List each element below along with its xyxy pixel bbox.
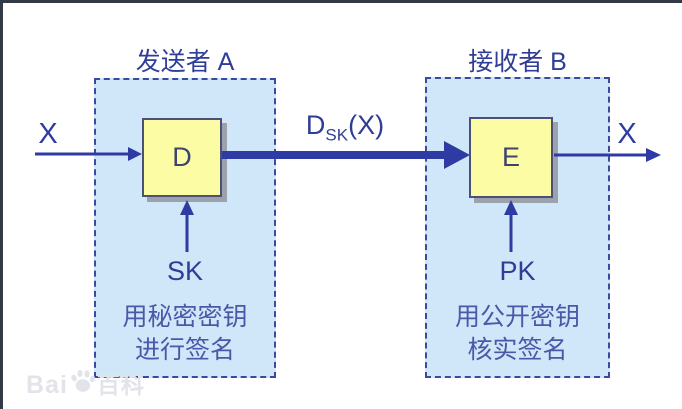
watermark-suffix: 百科	[96, 372, 145, 398]
sign-operation-box: D	[142, 118, 222, 197]
sender-caption-line2: 进行签名	[134, 336, 235, 364]
verify-operation-label: E	[501, 142, 520, 172]
baidu-baike-watermark: Bai 百科	[26, 366, 145, 400]
channel-base: D	[305, 110, 326, 140]
receiver-caption-line2: 核实签名	[467, 336, 568, 364]
output-signal-label: X	[617, 118, 637, 150]
receiver-caption-line1: 用公开密钥	[454, 303, 580, 331]
receiver-title: 接收者 B	[468, 48, 567, 76]
channel-signal-label: DSK(X)	[240, 110, 450, 145]
verify-operation-box: E	[469, 117, 553, 198]
sender-caption: 用秘密密钥 进行签名	[94, 301, 276, 367]
sign-operation-label: D	[172, 142, 192, 172]
channel-subscript: SK	[325, 125, 349, 145]
watermark-prefix: Bai	[26, 371, 68, 399]
secret-key-label: SK	[166, 256, 204, 286]
channel-argument: (X)	[348, 110, 385, 140]
public-key-label: PK	[499, 256, 536, 286]
baidu-paw-icon	[71, 369, 95, 392]
sender-caption-line1: 用秘密密钥	[122, 303, 248, 331]
window-top-border	[0, 0, 682, 3]
input-signal-label: X	[38, 118, 58, 150]
receiver-caption: 用公开密钥 核实签名	[425, 301, 610, 367]
window-left-border	[0, 0, 3, 409]
sender-title: 发送者 A	[135, 48, 235, 76]
